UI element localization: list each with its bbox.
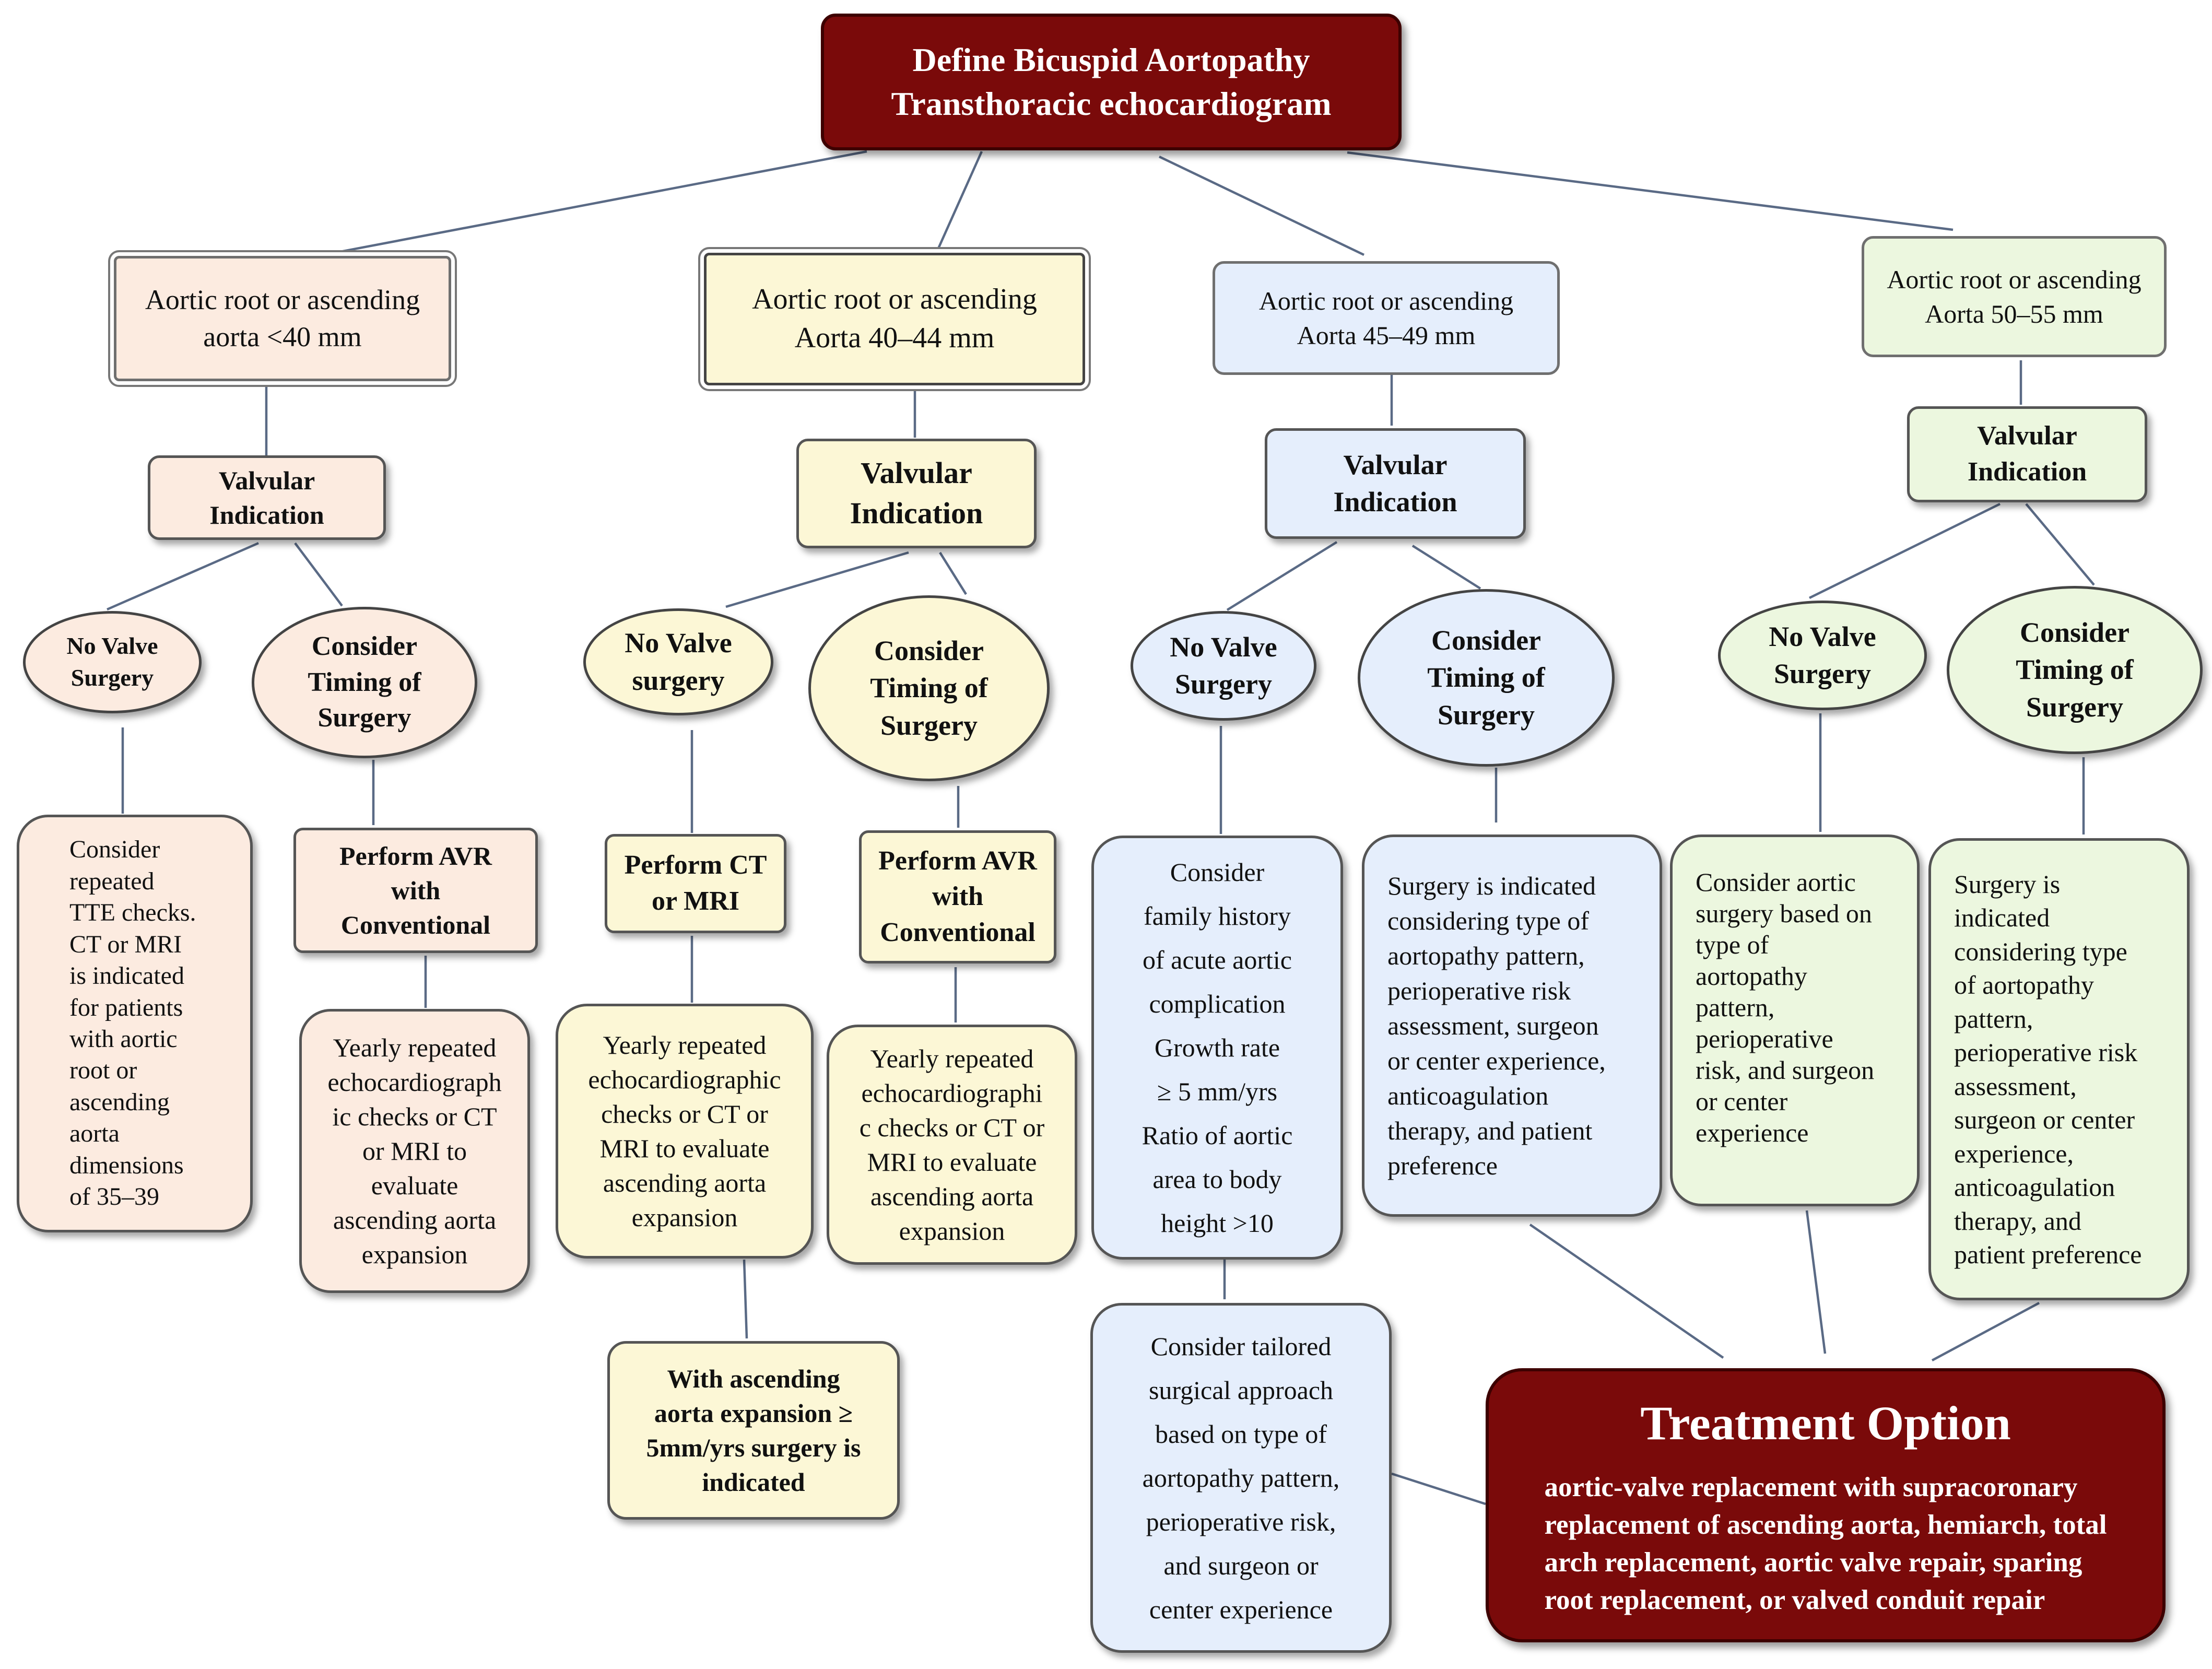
category-box-50-55: Aortic root or ascending Aorta 50–55 mm	[1862, 236, 2167, 357]
valvular-indication-col2: Valvular Indication	[796, 439, 1037, 548]
valvular-label: Valvular Indication	[1333, 449, 1457, 518]
root-title: Define Bicuspid Aortopathy Transthoracic…	[891, 41, 1332, 122]
col4-surgery-indicated-text: Surgery is indicated considering type of…	[1954, 869, 2142, 1270]
root-define-bicuspid-aortopathy: Define Bicuspid Aortopathy Transthoracic…	[821, 14, 1402, 150]
col2-perform-ct-text: Perform CT or MRI	[624, 850, 767, 916]
consider-timing-label: Consider Timing of Surgery	[308, 631, 421, 733]
col3-surgery-indicated-card: Surgery is indicated considering type of…	[1362, 834, 1662, 1217]
col3-tailored-text: Consider tailored surgical approach base…	[1142, 1332, 1340, 1624]
category-label: Aortic root or ascending aorta <40 mm	[145, 284, 420, 352]
col4-consider-aortic-text: Consider aortic surgery based on type of…	[1696, 867, 1875, 1147]
col1-no-valve-detail-text: Consider repeated TTE checks. CT or MRI …	[69, 836, 196, 1211]
category-label: Aortic root or ascending Aorta 50–55 mm	[1887, 265, 2142, 328]
no-valve-label: No Valve Surgery	[66, 632, 158, 691]
no-valve-label: No Valve Surgery	[1769, 620, 1876, 689]
category-label: Aortic root or ascending Aorta 40–44 mm	[752, 283, 1037, 354]
col4-surgery-indicated-card: Surgery is indicated considering type of…	[1928, 838, 2190, 1300]
col2-perform-avr-text: Perform AVR with Conventional	[878, 845, 1037, 947]
category-box-lt-40: Aortic root or ascending aorta <40 mm	[114, 256, 451, 381]
consider-timing-label: Consider Timing of Surgery	[870, 635, 988, 741]
col2-yearly-right-card: Yearly repeated echocardiographi c check…	[827, 1025, 1077, 1265]
treatment-title: Treatment Option	[1640, 1396, 2011, 1450]
valvular-indication-col4: Valvular Indication	[1907, 406, 2147, 502]
no-valve-surgery-col1: No Valve Surgery	[23, 611, 202, 713]
col1-perform-avr-box: Perform AVR with Conventional	[293, 828, 538, 953]
category-box-45-49: Aortic root or ascending Aorta 45–49 mm	[1213, 261, 1560, 375]
treatment-option-box: Treatment Option aortic-valve replacemen…	[1486, 1368, 2166, 1642]
valvular-indication-col1: Valvular Indication	[148, 455, 386, 540]
no-valve-surgery-col4: No Valve Surgery	[1718, 601, 1927, 710]
consider-timing-label: Consider Timing of Surgery	[2016, 617, 2134, 723]
no-valve-surgery-col2: No Valve surgery	[583, 608, 773, 715]
col1-yearly-text: Yearly repeated echocardiograph ic check…	[327, 1033, 502, 1269]
col1-yearly-card: Yearly repeated echocardiograph ic check…	[299, 1009, 530, 1293]
col1-perform-avr-text: Perform AVR with Conventional	[339, 841, 492, 939]
consider-timing-label: Consider Timing of Surgery	[1427, 625, 1545, 731]
consider-timing-col4: Consider Timing of Surgery	[1947, 586, 2203, 754]
consider-timing-col1: Consider Timing of Surgery	[252, 607, 477, 758]
category-box-40-44: Aortic root or ascending Aorta 40–44 mm	[704, 253, 1085, 385]
valvular-label: Valvular Indication	[1967, 421, 2087, 487]
col3-surgery-indicated-text: Surgery is indicated considering type of…	[1387, 871, 1606, 1180]
col2-perform-ct-box: Perform CT or MRI	[605, 834, 786, 933]
col4-consider-aortic-card: Consider aortic surgery based on type of…	[1670, 834, 1920, 1206]
no-valve-label: No Valve Surgery	[1170, 631, 1277, 700]
category-label: Aortic root or ascending Aorta 45–49 mm	[1258, 286, 1514, 350]
col2-expansion-box: With ascending aorta expansion ≥ 5mm/yrs…	[607, 1341, 900, 1520]
no-valve-label: No Valve surgery	[625, 627, 732, 696]
col3-tailored-card: Consider tailored surgical approach base…	[1090, 1303, 1392, 1653]
col2-perform-avr-box: Perform AVR with Conventional	[859, 830, 1056, 963]
col2-yearly-left-card: Yearly repeated echocardiographic checks…	[556, 1004, 814, 1259]
col3-family-history-card: Consider family history of acute aortic …	[1091, 836, 1343, 1260]
col3-family-history-text: Consider family history of acute aortic …	[1142, 857, 1293, 1238]
treatment-body: aortic-valve replacement with supracoron…	[1544, 1472, 2107, 1616]
no-valve-surgery-col3: No Valve Surgery	[1131, 611, 1316, 721]
col1-no-valve-detail-card: Consider repeated TTE checks. CT or MRI …	[17, 815, 253, 1232]
valvular-label: Valvular Indication	[209, 466, 324, 530]
valvular-indication-col3: Valvular Indication	[1265, 428, 1526, 539]
col2-yearly-left-text: Yearly repeated echocardiographic checks…	[588, 1030, 781, 1232]
col2-expansion-text: With ascending aorta expansion ≥ 5mm/yrs…	[646, 1364, 861, 1497]
consider-timing-col2: Consider Timing of Surgery	[808, 595, 1050, 781]
col2-yearly-right-text: Yearly repeated echocardiographi c check…	[859, 1044, 1045, 1245]
consider-timing-col3: Consider Timing of Surgery	[1358, 589, 1615, 767]
valvular-label: Valvular Indication	[850, 456, 983, 530]
